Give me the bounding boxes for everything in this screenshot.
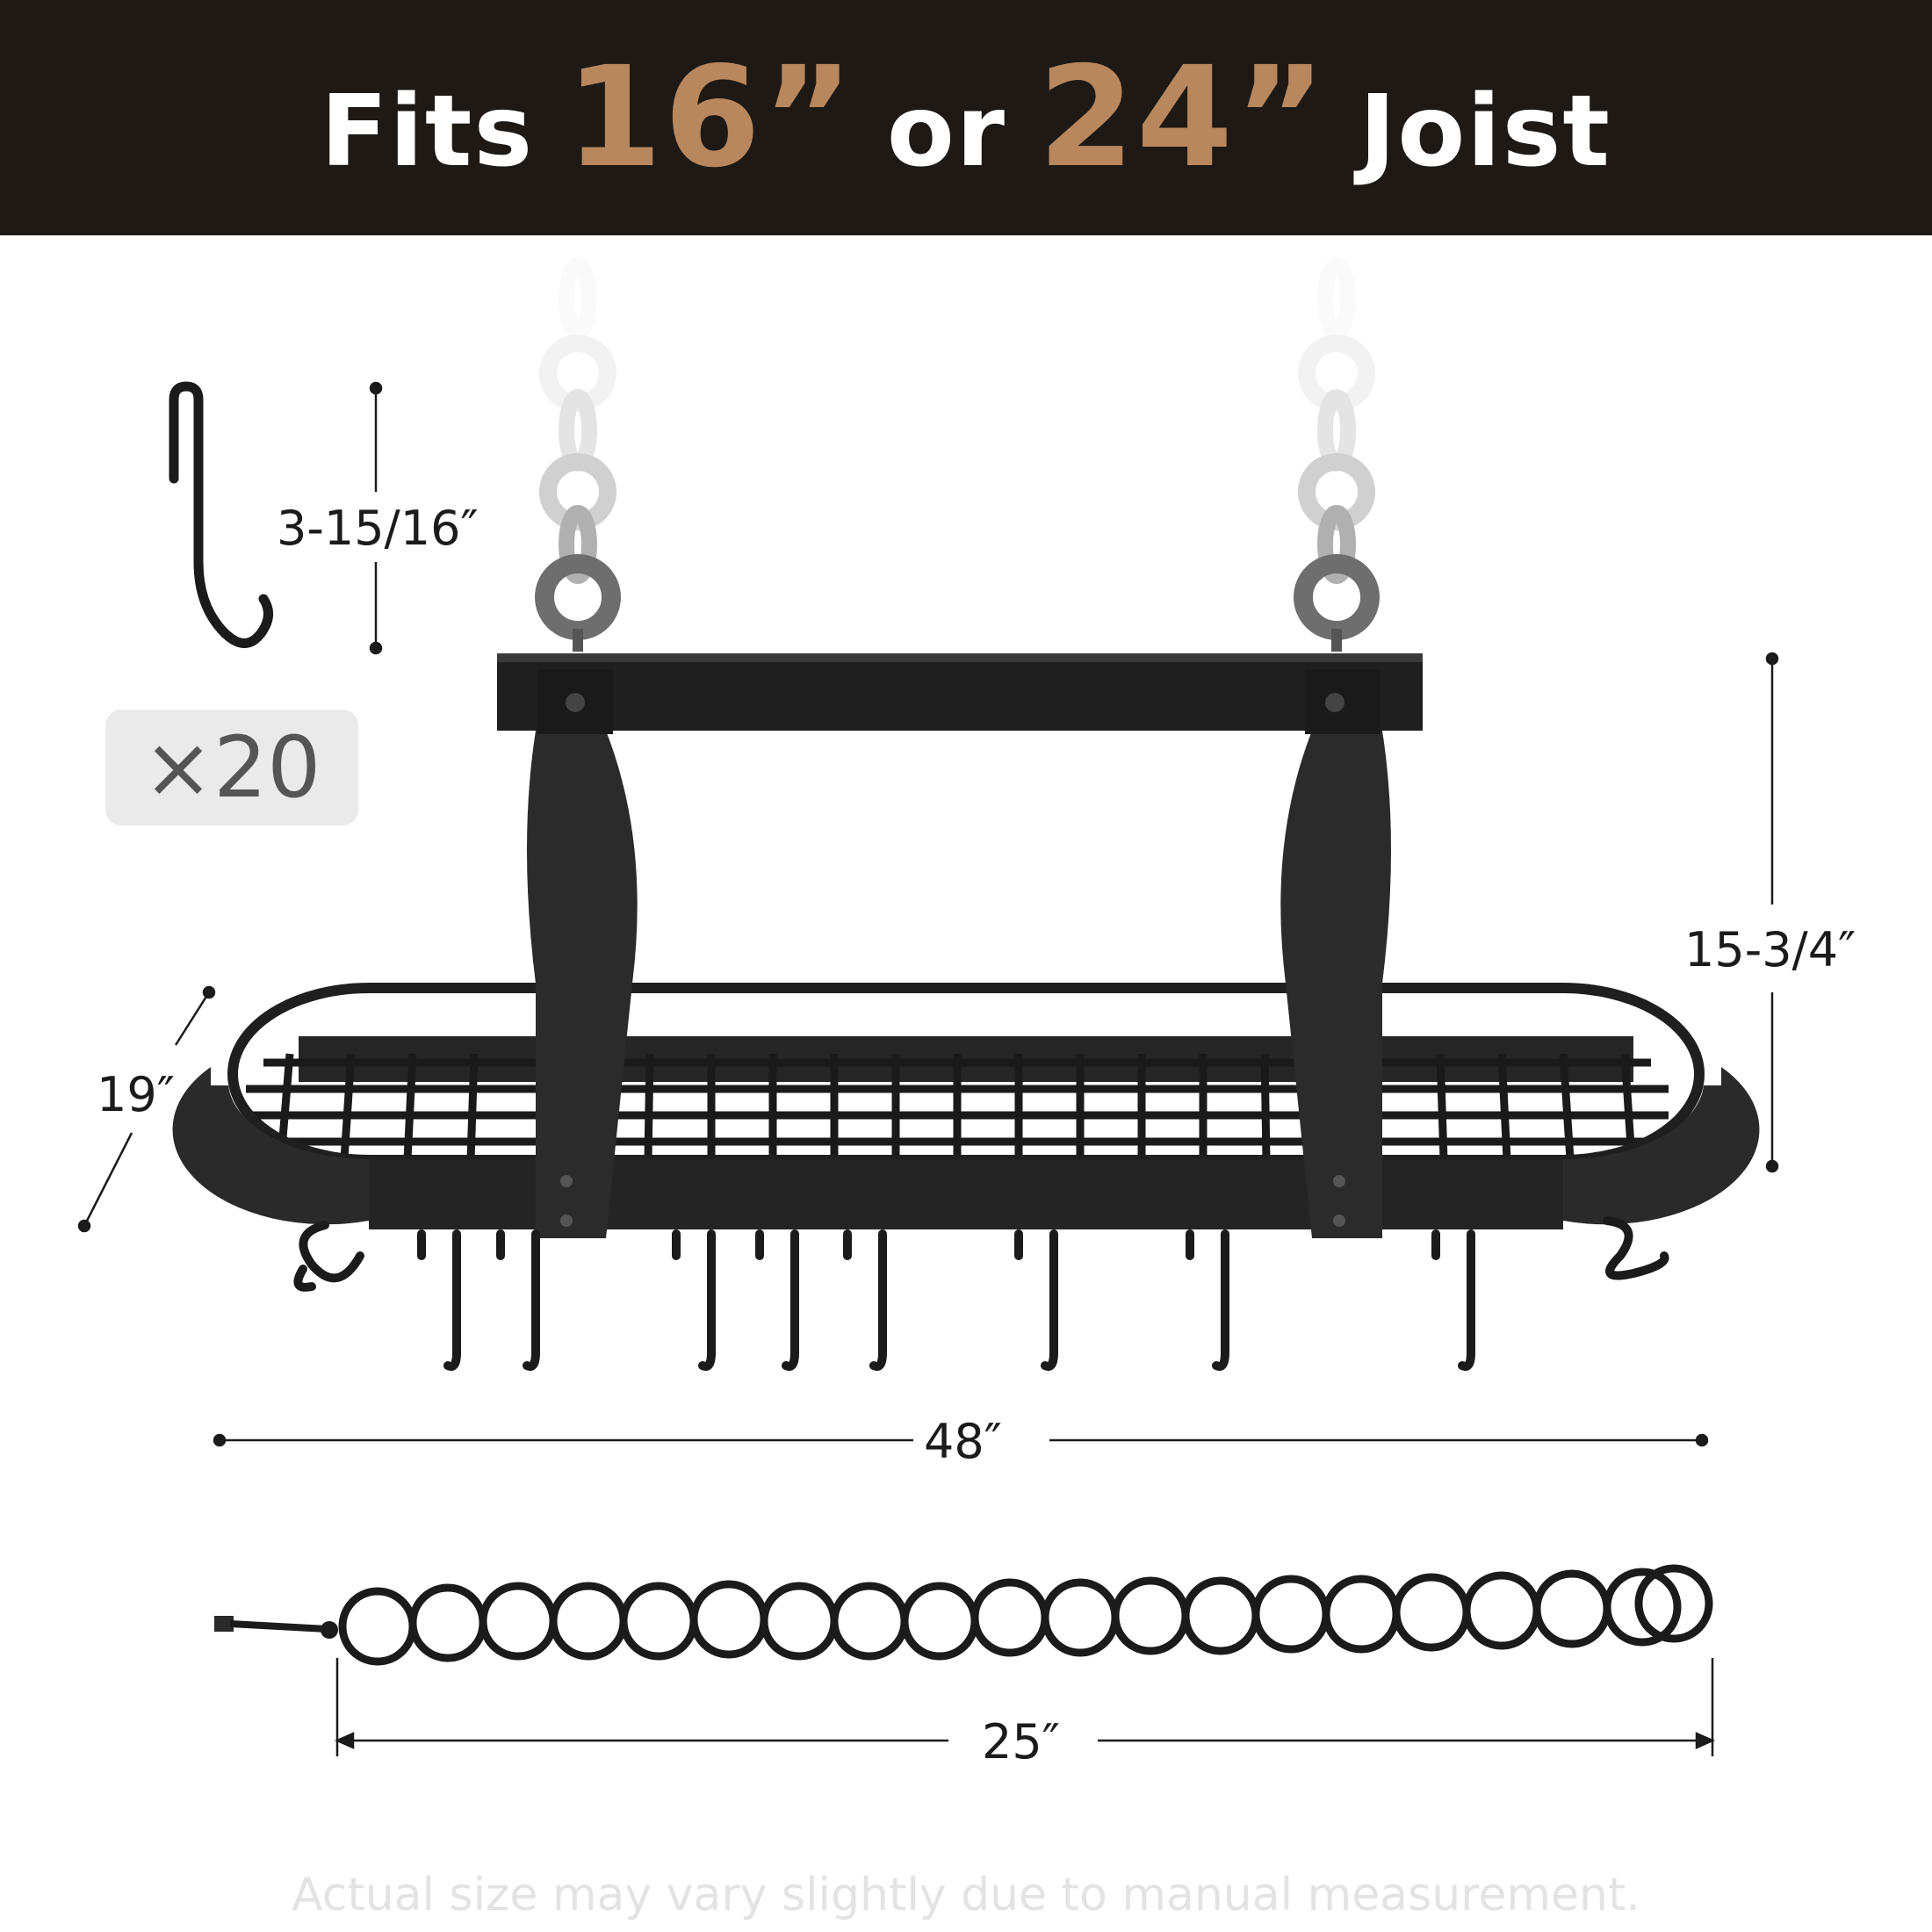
headline-size-16: 16” [566,37,855,198]
rack-depth-label: 19″ [97,1067,175,1122]
s-hook-icon [169,381,273,648]
right-hanging-chain [1294,257,1380,652]
rack-hooks [293,1216,1669,1371]
screw-icon [1325,693,1344,712]
headline-suffix: Joist [1359,75,1611,189]
hook-height-label: 3-15/16″ [277,501,479,556]
hook-count-badge: ×20 [105,710,358,825]
headline-prefix: Fits [321,75,535,189]
rack-width-label: 48″ [924,1414,1002,1469]
rack-grid [246,1053,1669,1160]
dimension-lines [77,381,1779,1756]
left-hanging-chain [535,257,621,652]
right-arm [1280,731,1391,1238]
headline: Fits 16” or 24” Joist [321,37,1611,198]
measurement-disclaimer: Actual size may vary slightly due to man… [292,1869,1640,1921]
left-arm [527,731,638,1238]
extension-chain [214,1564,1713,1666]
headline-size-24: 24” [1038,37,1328,198]
chain-length-label: 25″ [982,1714,1060,1770]
pot-rack [172,653,1760,1371]
headline-connector: or [886,75,1007,189]
screw-icon [566,693,585,712]
rack-height-label: 15-3/4″ [1684,922,1856,977]
rack-top-bar [497,653,1423,731]
header-banner: Fits 16” or 24” Joist [0,0,1932,235]
